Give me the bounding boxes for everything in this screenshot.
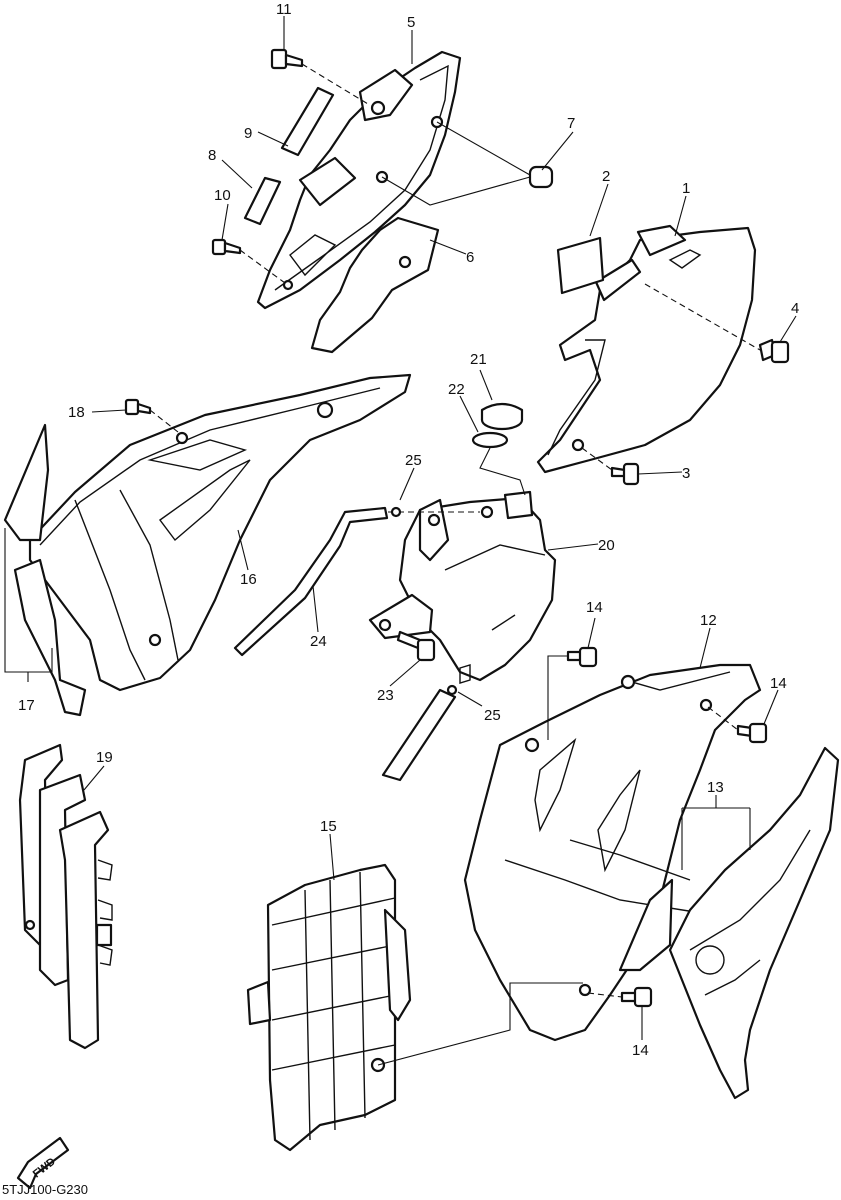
damper-2 [556, 236, 605, 295]
callout-13: 13 [707, 779, 724, 796]
bolt-3 [610, 462, 640, 486]
callout-19: 19 [96, 749, 113, 766]
callout-25-lower: 25 [484, 707, 501, 724]
callout-23: 23 [377, 687, 394, 704]
bolt-14-right [736, 722, 768, 744]
callout-3: 3 [682, 465, 690, 482]
callout-14-lower: 14 [632, 1042, 649, 1059]
pad-9 [280, 86, 335, 157]
callout-25-upper: 25 [405, 452, 422, 469]
callout-15: 15 [320, 818, 337, 835]
callout-6: 6 [466, 249, 474, 266]
callout-20: 20 [598, 537, 615, 554]
side-cover-1 [536, 224, 757, 474]
callout-14-upper: 14 [586, 599, 603, 616]
callout-16: 16 [240, 571, 257, 588]
callout-24: 24 [310, 633, 327, 650]
bolt-14-upper [566, 646, 598, 668]
fwd-arrow-icon [16, 1136, 70, 1190]
callout-14-right: 14 [770, 675, 787, 692]
callout-10: 10 [214, 187, 231, 204]
callout-18: 18 [68, 404, 85, 421]
bolt-10 [211, 238, 242, 256]
grommet-7 [528, 165, 554, 189]
drawing-code: 5TJJ100-G230 [2, 1182, 88, 1197]
filter-sheet-6 [310, 216, 440, 354]
bolt-11 [270, 48, 304, 70]
callout-1: 1 [682, 180, 690, 197]
callout-22: 22 [448, 381, 465, 398]
callout-11: 11 [276, 1, 292, 18]
bolt-14-lower [620, 986, 653, 1008]
radiator-guard-15 [246, 863, 412, 1152]
pad-8 [243, 176, 282, 226]
callout-5: 5 [407, 14, 415, 31]
callout-12: 12 [700, 612, 717, 629]
callout-9: 9 [244, 125, 252, 142]
bolt-23 [396, 630, 436, 662]
radiator-shroud-12 [463, 663, 762, 1042]
cap-21 [480, 402, 524, 431]
gasket-22 [471, 431, 509, 449]
bolt-18 [124, 398, 152, 416]
callout-8: 8 [208, 147, 216, 164]
radiator-guard-19 [18, 743, 113, 1050]
shroud-panel-17 [3, 423, 50, 542]
hose-24 [233, 506, 389, 657]
tank-20 [368, 490, 557, 682]
callout-4: 4 [791, 300, 799, 317]
callout-7: 7 [567, 115, 575, 132]
bolt-4 [758, 338, 790, 364]
leader-lines [4, 16, 797, 1040]
callout-21: 21 [470, 351, 487, 368]
callout-labels: 11 5 9 8 10 7 2 1 6 4 21 22 18 3 25 20 1… [18, 1, 799, 1059]
callout-2: 2 [602, 168, 610, 185]
radiator-shroud-16 [28, 373, 412, 692]
graphic-decal-13 [618, 746, 840, 1100]
callout-17: 17 [18, 697, 35, 714]
